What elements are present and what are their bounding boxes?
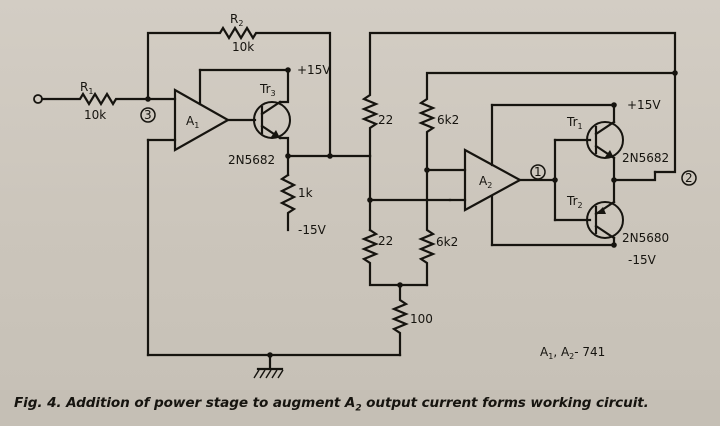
opamp-type-note: A1, A2- 741 <box>540 345 605 361</box>
r-6k2-top-value: 6k2 <box>437 113 459 127</box>
node-3-label: 3 <box>144 108 152 122</box>
node-2-label: 2 <box>685 171 693 185</box>
r-100-value: 100 <box>410 312 433 326</box>
resistor-22-bottom <box>361 228 429 287</box>
r-1k-value: 1k <box>298 186 313 200</box>
r2-label: R2 <box>230 12 243 28</box>
input-terminal <box>33 94 43 104</box>
transistor-tr1 <box>586 120 624 160</box>
node-2-marker <box>681 170 697 186</box>
node-1-label: 1 <box>534 165 542 179</box>
tr1-label: Tr1 <box>566 115 583 131</box>
tr1-part: 2N5682 <box>622 151 669 165</box>
caption-subscript: 2 <box>355 403 362 414</box>
r-22-bottom-value: 22 <box>378 234 393 248</box>
node-1-marker <box>530 164 546 180</box>
r-22-top-value: 22 <box>378 113 393 127</box>
resistor-22-top <box>361 31 677 174</box>
node-3-marker <box>140 107 156 123</box>
opamp-a1 <box>173 88 231 152</box>
r2-value: 10k <box>232 40 254 54</box>
resistor-6k2-top <box>418 71 677 172</box>
figure-caption: Fig. 4. Addition of power stage to augme… <box>14 395 649 414</box>
stage-minus-supply: -15V <box>628 253 657 267</box>
transistor-tr3 <box>253 100 291 140</box>
r1-value: 10k <box>84 108 106 122</box>
tr2-part: 2N5680 <box>622 231 669 245</box>
a2-label: A2 <box>479 174 492 190</box>
tr3-minus-supply: -15V <box>298 223 327 237</box>
stage-plus-supply: +15V <box>627 98 661 112</box>
resistor-r2 <box>146 25 332 158</box>
r-6k2-bottom-value: 6k2 <box>436 235 458 249</box>
resistor-6k2-bottom <box>418 168 436 287</box>
transistor-tr2 <box>586 200 624 240</box>
tr3-plus-supply: +15V <box>297 63 331 77</box>
tr3-part: 2N5682 <box>228 153 275 167</box>
caption-text: Addition of power stage to augment A <box>61 395 356 411</box>
caption-text-end: output current forms working circuit. <box>361 395 649 411</box>
caption-lead: Fig. 4. <box>14 395 62 411</box>
tr3-label: Tr3 <box>259 82 276 98</box>
resistor-r1 <box>40 91 177 107</box>
ground-symbol <box>253 353 284 379</box>
resistor-1k <box>279 173 297 232</box>
a1-label: A1 <box>186 114 199 130</box>
resistor-100 <box>391 283 409 357</box>
tr2-label: Tr2 <box>566 194 583 210</box>
caption-background <box>0 390 720 426</box>
r1-label: R1 <box>80 80 93 96</box>
